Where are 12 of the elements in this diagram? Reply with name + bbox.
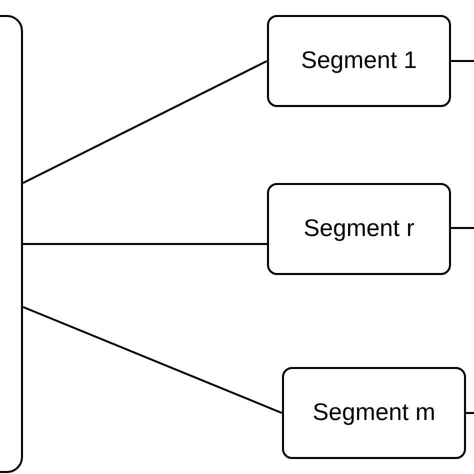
connector-line (451, 60, 474, 62)
segment-box (267, 183, 451, 275)
connector-line (22, 60, 268, 184)
connector-line (451, 227, 474, 229)
segment-box (267, 15, 451, 107)
segment-box (282, 367, 466, 459)
segment-label: Segment 1 (300, 46, 418, 76)
connector-line (23, 243, 267, 245)
segment-label: Segment m (312, 398, 436, 428)
connector-line (466, 412, 474, 414)
segment-label: Segment r (304, 214, 414, 244)
connector-line (22, 306, 282, 414)
